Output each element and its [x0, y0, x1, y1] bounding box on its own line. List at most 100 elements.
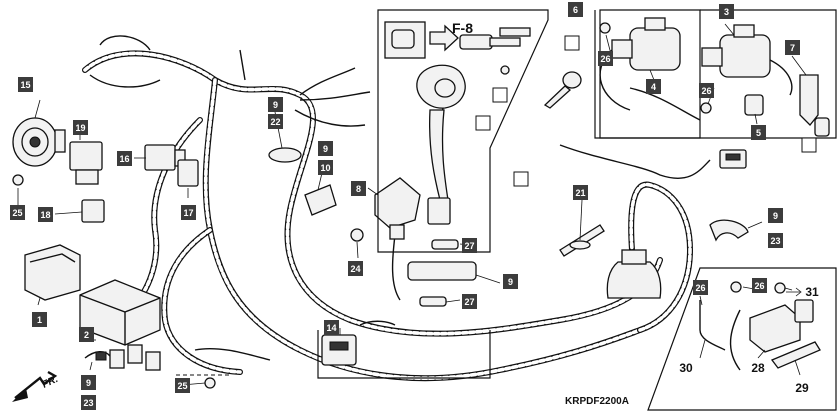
svg-text:7: 7 — [790, 43, 795, 53]
part-8 — [374, 177, 421, 240]
section-ref: F-8 — [452, 20, 473, 36]
callout-c17: 17 — [181, 205, 196, 220]
callout-c4: 4 — [646, 79, 661, 94]
callout-c16: 16 — [117, 151, 132, 166]
svg-text:26: 26 — [600, 54, 610, 64]
connector-17 — [177, 159, 199, 187]
main-wire-harness — [82, 50, 694, 382]
svg-text:18: 18 — [40, 210, 50, 220]
svg-text:25: 25 — [177, 381, 187, 391]
callout-c19: 19 — [73, 120, 88, 135]
arrow-31 — [786, 287, 802, 297]
callout-c26b: 26 — [699, 83, 714, 98]
svg-text:26: 26 — [695, 283, 705, 293]
callout-p30: 30 — [679, 361, 693, 375]
callout-c5: 5 — [751, 125, 766, 140]
svg-text:26: 26 — [701, 86, 711, 96]
svg-text:5: 5 — [756, 128, 761, 138]
callout-c26d: 26 — [752, 278, 767, 293]
callout-c27a: 27 — [462, 238, 477, 253]
svg-text:8: 8 — [356, 184, 361, 194]
horn — [12, 117, 66, 167]
cover-1 — [24, 244, 81, 301]
svg-text:14: 14 — [326, 323, 336, 333]
diagram-part-code: KRPDF2200A — [565, 396, 629, 407]
callout-c14: 14 — [324, 320, 339, 335]
callout-c21: 21 — [573, 185, 588, 200]
callout-c9a: 9 — [268, 97, 283, 112]
svg-text:19: 19 — [75, 123, 85, 133]
callout-c1: 1 — [32, 312, 47, 327]
svg-text:27: 27 — [464, 297, 474, 307]
svg-text:22: 22 — [270, 117, 280, 127]
svg-text:1: 1 — [37, 315, 42, 325]
empty-reference-boxes — [475, 35, 817, 187]
svg-text:26: 26 — [754, 281, 764, 291]
ignition-switch — [416, 27, 531, 225]
svg-text:27: 27 — [464, 241, 474, 251]
ignition-coil-4 — [599, 17, 681, 111]
svg-text:2: 2 — [84, 330, 89, 340]
callout-c24: 24 — [348, 261, 363, 276]
svg-text:10: 10 — [320, 163, 330, 173]
frames — [176, 9, 837, 411]
callout-c25a: 25 — [10, 205, 25, 220]
branch-wires — [89, 35, 741, 371]
relay-19 — [69, 141, 103, 185]
callout-c23a: 23 — [81, 395, 96, 410]
callout-p29: 29 — [795, 381, 809, 395]
fuses — [407, 239, 477, 307]
relay-18 — [81, 199, 105, 223]
canister — [606, 249, 662, 299]
svg-text:16: 16 — [119, 154, 129, 164]
callout-c26c: 26 — [693, 280, 708, 295]
callout-c7: 7 — [785, 40, 800, 55]
front-label: FR. — [41, 374, 60, 391]
callout-c27b: 27 — [462, 294, 477, 309]
svg-text:9: 9 — [508, 277, 513, 287]
svg-text:9: 9 — [273, 100, 278, 110]
callout-c3: 3 — [719, 4, 734, 19]
callout-c9c: 9 — [81, 375, 96, 390]
inset-key-cylinder — [384, 21, 459, 59]
callout-c6: 6 — [568, 2, 583, 17]
svg-text:23: 23 — [770, 236, 780, 246]
bracket-29 — [770, 341, 821, 369]
sensor-28 — [749, 299, 814, 353]
svg-text:24: 24 — [350, 264, 360, 274]
callout-p31: 31 — [805, 285, 819, 299]
callout-labels: 1234567899999101415161718192122232324252… — [10, 2, 800, 410]
svg-text:15: 15 — [20, 80, 30, 90]
bottom-left-connectors — [84, 344, 161, 371]
clamps — [268, 147, 337, 216]
callout-c2: 2 — [79, 327, 94, 342]
callout-c26a: 26 — [598, 51, 613, 66]
callout-c9d: 9 — [503, 274, 518, 289]
svg-text:9: 9 — [86, 378, 91, 388]
svg-text:9: 9 — [773, 211, 778, 221]
callout-c22: 22 — [268, 114, 283, 129]
relay-16 — [144, 144, 186, 171]
ignition-coil-3 — [701, 24, 793, 96]
cable-tie-21 — [559, 224, 605, 257]
callout-c23b: 23 — [768, 233, 783, 248]
callout-c9e: 9 — [768, 208, 783, 223]
svg-text:25: 25 — [12, 208, 22, 218]
svg-text:21: 21 — [575, 188, 585, 198]
callout-c18: 18 — [38, 207, 53, 222]
svg-text:9: 9 — [323, 144, 328, 154]
svg-text:17: 17 — [183, 208, 193, 218]
svg-text:4: 4 — [651, 82, 656, 92]
fuse-holder-14 — [321, 334, 357, 366]
svg-text:3: 3 — [724, 7, 729, 17]
svg-text:6: 6 — [573, 5, 578, 15]
callout-c15: 15 — [18, 77, 33, 92]
spare-key — [543, 71, 582, 109]
clip-right — [709, 219, 749, 242]
callout-c25b: 25 — [175, 378, 190, 393]
callout-c9b: 9 — [318, 141, 333, 156]
connector-right — [719, 149, 747, 169]
front-direction-arrow: FR. — [12, 370, 60, 402]
